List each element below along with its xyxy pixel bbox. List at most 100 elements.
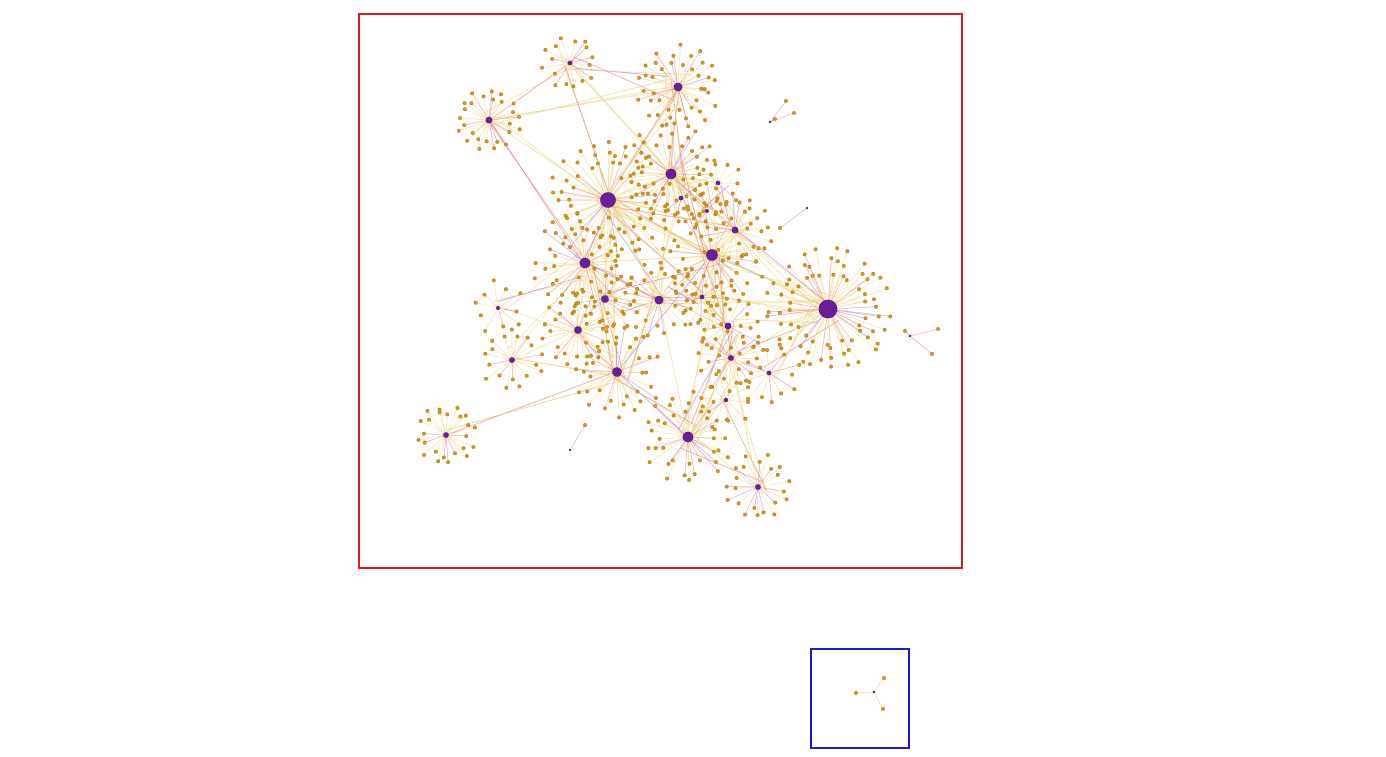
hub-link-edge — [489, 88, 678, 120]
hub-link-edge — [612, 377, 697, 427]
spoke-edge — [560, 38, 571, 64]
spoke-edge — [687, 436, 729, 458]
leaf-node — [422, 453, 426, 457]
leaf-node — [580, 79, 585, 83]
leaf-node — [788, 336, 793, 341]
spoke-edge — [704, 229, 736, 253]
leaf-node — [857, 323, 862, 328]
leaf-node — [743, 512, 747, 517]
leaf-node — [746, 396, 750, 401]
spoke-edge — [584, 262, 631, 285]
leaf-node — [695, 166, 700, 170]
spoke-edge — [730, 357, 752, 374]
spoke-edge — [699, 215, 736, 231]
spoke-edge — [569, 57, 593, 64]
spoke-edge — [692, 177, 719, 184]
spoke-edge — [687, 436, 695, 475]
spoke-edge — [606, 326, 618, 373]
leaf-node — [622, 230, 627, 235]
leaf-node — [765, 225, 770, 230]
leaf-node — [550, 175, 555, 180]
spoke-edge — [716, 200, 736, 231]
leaf-node — [711, 313, 716, 317]
leaf-node — [876, 314, 881, 319]
leaf-node — [590, 166, 595, 171]
spoke-edge — [511, 359, 527, 377]
leaf-node — [693, 129, 698, 134]
leaf-node — [589, 311, 593, 316]
leaf-node — [592, 304, 597, 309]
leaf-node — [559, 189, 564, 194]
leaf-node — [607, 290, 612, 295]
spoke-edge — [583, 199, 609, 241]
detail-edge — [873, 691, 884, 710]
spoke-edge — [711, 214, 716, 256]
hub-link-edge — [763, 320, 839, 368]
leaf-node — [672, 121, 677, 126]
spoke-edge — [604, 298, 637, 313]
leaf-node — [553, 83, 558, 88]
hub-link-edge — [727, 357, 766, 488]
spoke-edge — [638, 77, 679, 88]
leaf-node — [769, 239, 774, 244]
spoke-edge — [577, 329, 599, 358]
leaf-node — [524, 373, 529, 378]
leaf-node — [649, 384, 653, 389]
leaf-node — [639, 151, 644, 155]
leaf-node — [858, 328, 862, 333]
leaf-node — [646, 446, 651, 451]
spoke-edge — [577, 306, 586, 331]
leaf-node — [605, 325, 609, 329]
hub-link-edge — [575, 264, 590, 330]
leaf-node — [668, 115, 673, 120]
spoke-edge — [559, 313, 579, 331]
leaf-node — [600, 326, 605, 331]
leaf-node — [589, 279, 594, 284]
leaf-node — [593, 153, 598, 158]
spoke-edge — [768, 372, 793, 375]
leaf-node — [464, 454, 469, 458]
hub-link-edge — [626, 295, 655, 381]
leaf-node — [647, 355, 652, 360]
spoke-edge — [720, 324, 732, 359]
leaf-node — [831, 272, 836, 277]
spoke-edge — [604, 371, 618, 409]
spoke-edge — [569, 62, 592, 79]
spoke-edge — [725, 382, 738, 401]
spoke-edge — [587, 356, 618, 373]
leaf-node — [684, 288, 689, 293]
leaf-node — [636, 207, 641, 212]
leaf-node — [702, 87, 707, 92]
leaf-node — [575, 211, 580, 215]
leaf-node — [653, 193, 657, 197]
spoke-edge — [584, 235, 603, 264]
leaf-node — [680, 282, 685, 287]
leaf-node — [801, 359, 806, 364]
leaf-node — [572, 304, 577, 309]
spoke-edge — [687, 436, 717, 463]
leaf-node — [749, 371, 753, 376]
spoke-edge — [658, 299, 665, 334]
leaf-node — [577, 390, 581, 395]
leaf-node — [715, 196, 720, 201]
leaf-node — [713, 460, 718, 464]
detail-component-frame — [810, 648, 910, 749]
spoke-edge — [622, 299, 660, 312]
leaf-node — [629, 195, 634, 200]
hub-link-edge — [610, 195, 702, 300]
leaf-node — [716, 248, 721, 252]
leaf-node — [733, 486, 738, 491]
leaf-node — [701, 209, 706, 214]
leaf-node — [583, 313, 588, 318]
hub-link-edge — [515, 357, 610, 376]
spoke-edge — [569, 62, 590, 66]
hub-link-edge — [628, 294, 654, 383]
leaf-node — [533, 261, 538, 265]
leaf-node — [685, 204, 690, 209]
leaf-node — [875, 341, 880, 346]
leaf-node — [674, 291, 679, 296]
leaf-node — [829, 356, 834, 360]
leaf-node — [564, 178, 569, 183]
detail-edge — [855, 691, 875, 694]
leaf-node — [636, 165, 641, 170]
